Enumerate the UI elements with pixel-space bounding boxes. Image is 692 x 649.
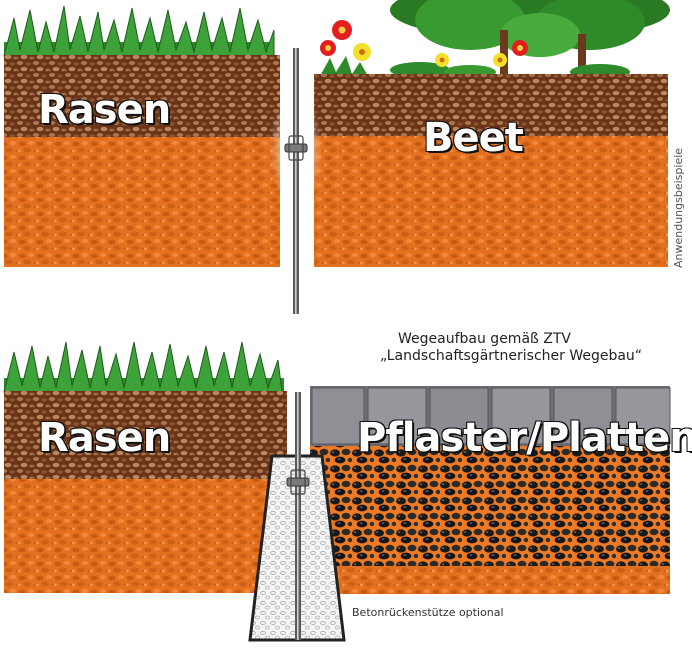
label-lawn-bottom: Rasen bbox=[38, 418, 170, 458]
gravel-base bbox=[310, 446, 670, 568]
subsoil-bottom-right bbox=[310, 566, 670, 594]
grass-bottom-left bbox=[4, 342, 284, 392]
label-flowerbed: Beet bbox=[423, 118, 523, 158]
path-standard-caption-line2: „Landschaftsgärtnerischer Wegebau“ bbox=[380, 348, 642, 364]
path-standard-caption-line1: Wegeaufbau gemäß ZTV bbox=[398, 331, 571, 347]
label-paving: Pflaster/Platten bbox=[357, 418, 692, 458]
label-lawn-top: Rasen bbox=[38, 90, 170, 130]
grass-top-left bbox=[4, 6, 274, 56]
side-caption: Anwendungsbeispiele bbox=[672, 148, 685, 268]
subsoil-top-left bbox=[4, 137, 280, 267]
subsoil-bottom-left bbox=[4, 479, 287, 593]
concrete-support-caption: Betonrückenstütze optional bbox=[352, 606, 504, 619]
plants-bed bbox=[320, 0, 670, 80]
